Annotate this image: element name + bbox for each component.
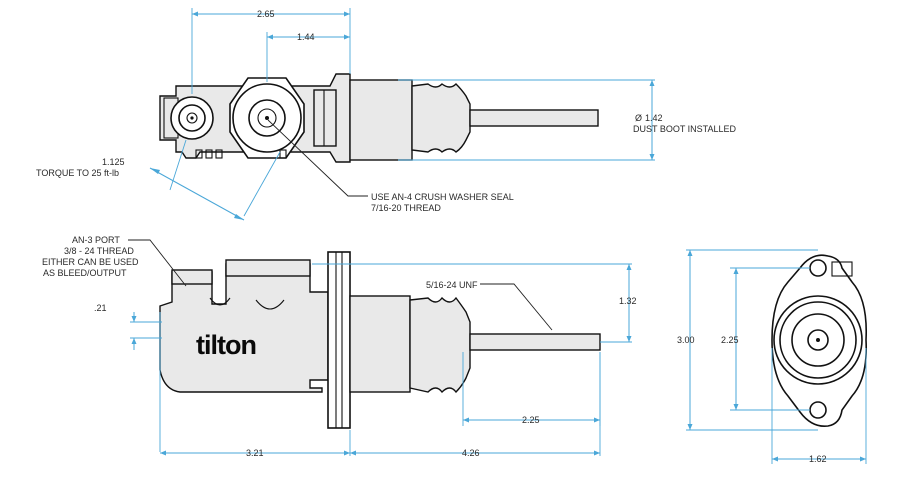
dim-ports-label: 1.44 — [297, 32, 315, 42]
side-view: tilton — [159, 251, 601, 429]
dim-boot-label: 1.42 — [645, 113, 663, 123]
brand-logo-text: tilton — [196, 330, 256, 360]
dim-bolt-spacing-label: 2.25 — [721, 335, 739, 345]
end-view — [771, 254, 868, 428]
top-view-dimensions: 2.65 1.44 Ø 1.42 DUST BOOT INSTALLED 1.1… — [36, 8, 737, 221]
port-note-line3: EITHER CAN BE USED — [42, 257, 139, 267]
end-view-dimensions: 3.00 2.25 1.62 — [677, 249, 867, 464]
dim-boot-note: DUST BOOT INSTALLED — [633, 124, 737, 134]
thread-note: 5/16-24 UNF — [426, 280, 478, 290]
dim-rod-label: 2.25 — [522, 415, 540, 425]
washer-note-line2: 7/16-20 THREAD — [371, 203, 441, 213]
dim-port-offset-label: .21 — [94, 303, 107, 313]
port-note-line1: AN-3 PORT — [72, 235, 120, 245]
dim-body-len-label: 3.21 — [246, 448, 264, 458]
port-note-line2: 3/8 - 24 THREAD — [64, 246, 134, 256]
dim-overall-label: 2.65 — [257, 9, 275, 19]
dim-flange-height-label: 3.00 — [677, 335, 695, 345]
dim-rod-len-label: 4.26 — [462, 448, 480, 458]
port-note-line4: AS BLEED/OUTPUT — [43, 268, 127, 278]
torque-size-label: 1.125 — [102, 157, 125, 167]
side-view-dimensions: AN-3 PORT 3/8 - 24 THREAD EITHER CAN BE … — [42, 235, 637, 458]
top-view — [159, 73, 599, 163]
dim-width-label: 1.62 — [809, 454, 827, 464]
dim-height-label: 1.32 — [619, 296, 637, 306]
torque-note: TORQUE TO 25 ft-lb — [36, 168, 119, 178]
dim-boot-prefix: Ø — [635, 113, 642, 123]
washer-note-line1: USE AN-4 CRUSH WASHER SEAL — [371, 192, 514, 202]
